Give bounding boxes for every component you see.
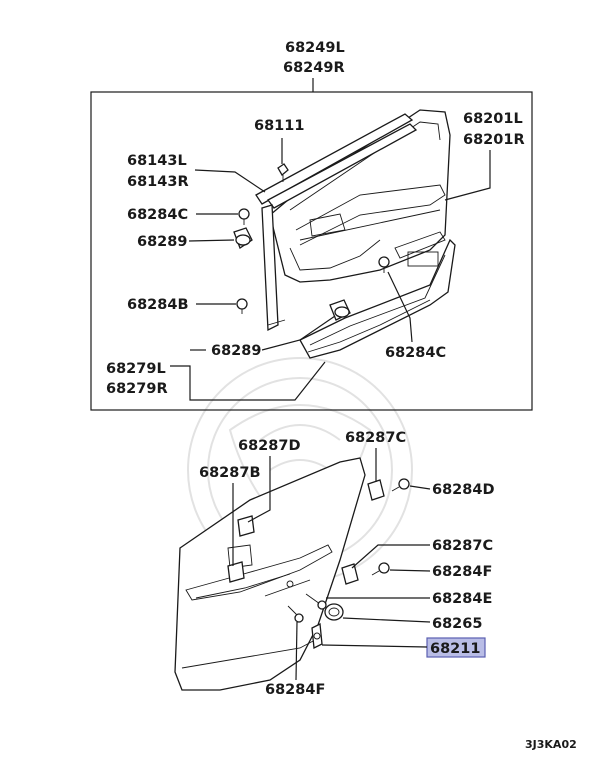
leader-68287c-lower	[351, 544, 430, 569]
leader-68287d	[247, 456, 271, 523]
clip-68287c-lower	[341, 563, 359, 585]
bezel-68211	[311, 622, 323, 650]
clip-68284b	[236, 298, 248, 314]
label-68284e: 68284E	[432, 591, 492, 607]
weatherstrip-68143	[255, 113, 414, 205]
diagram-code: 3J3KA02	[525, 738, 577, 751]
label-68284c-lower: 68284C	[385, 345, 446, 361]
label-68284f-upper: 68284F	[432, 564, 492, 580]
leader-68284f-upper	[389, 569, 431, 572]
label-68265: 68265	[432, 616, 482, 632]
clip-68289-upper	[233, 227, 253, 249]
screw-68284d	[391, 478, 410, 492]
leader-68201	[444, 150, 491, 201]
upper-assembly-frame	[90, 91, 533, 411]
leader-68284c-lower	[387, 271, 413, 343]
label-68284c-upper: 68284C	[127, 207, 188, 223]
clip-68287d	[237, 515, 255, 537]
label-68284d: 68284D	[432, 482, 494, 498]
label-68249l: 68249L	[285, 40, 345, 56]
cap-68265	[324, 603, 344, 621]
pocket-trim-68279	[299, 238, 456, 359]
screw-68284f-lower	[287, 605, 304, 623]
clip-68284c-upper	[238, 208, 250, 225]
label-68289-upper: 68289	[137, 234, 187, 250]
label-68201l: 68201L	[463, 111, 523, 127]
label-68279l: 68279L	[106, 361, 166, 377]
label-68287c-upper: 68287C	[345, 430, 406, 446]
label-68211: 68211	[430, 641, 480, 657]
screw-68284e	[305, 593, 327, 610]
clip-68287c-upper	[367, 479, 385, 501]
leader-68211	[321, 644, 428, 648]
label-68279r: 68279R	[106, 381, 168, 397]
leader-68265	[342, 617, 431, 623]
label-68287c-lower: 68287C	[432, 538, 493, 554]
door-trim-panel-upper	[269, 109, 451, 283]
leader-68284f-lower	[295, 621, 298, 681]
leader-68143	[194, 169, 266, 193]
label-68143r: 68143R	[127, 174, 189, 190]
leader-68279	[170, 361, 326, 401]
highlight-68211[interactable]	[426, 637, 486, 658]
label-68287b: 68287B	[199, 465, 261, 481]
label-68284b: 68284B	[127, 297, 189, 313]
leader-68284d	[409, 485, 431, 490]
leader-68289-upper	[188, 239, 235, 242]
label-68201r: 68201R	[463, 132, 525, 148]
label-68249r: 68249R	[283, 60, 345, 76]
screw-68284f-upper	[371, 562, 390, 576]
door-edge-strip	[261, 204, 279, 332]
clip-68284c-lower	[378, 256, 390, 273]
label-68111: 68111	[254, 118, 304, 134]
clip-68111	[277, 163, 289, 182]
label-68284f-lower: 68284F	[265, 682, 325, 698]
label-68287d: 68287D	[238, 438, 300, 454]
clip-68287b	[227, 561, 245, 583]
label-68143l: 68143L	[127, 153, 187, 169]
clip-68289-lower	[329, 299, 351, 321]
leader-68289-lower	[261, 315, 336, 351]
label-68289-lower: 68289	[211, 343, 261, 359]
